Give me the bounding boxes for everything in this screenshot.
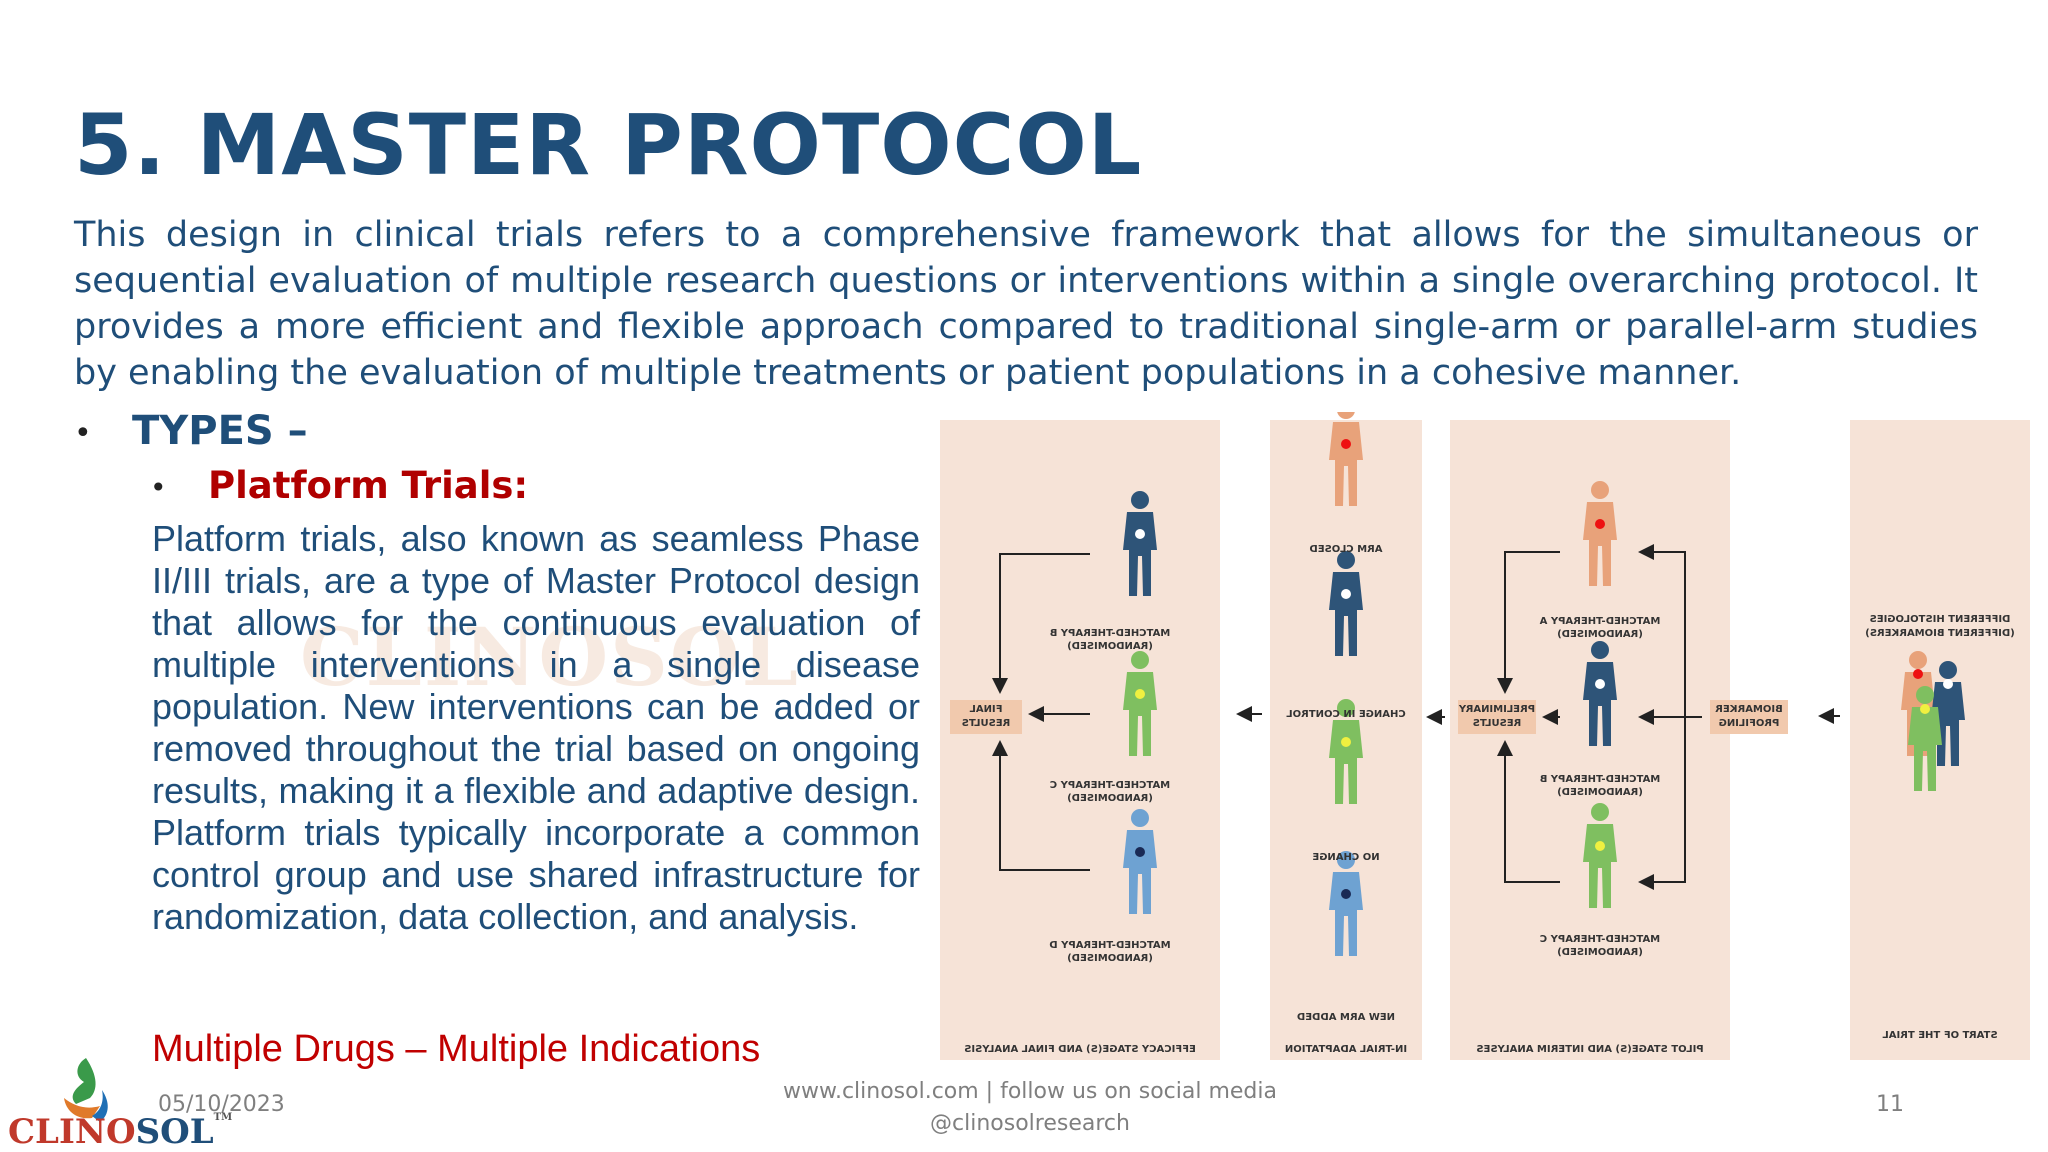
white-marker-icon xyxy=(1943,679,1953,689)
clinosol-logo-wordmark: CLINOSOLTM xyxy=(8,1112,232,1152)
pilot-matched-b: MATCHED-THERAPY B xyxy=(1540,774,1661,785)
biomarker-line2: PROFILING xyxy=(1719,718,1780,729)
slide-title: 5. MASTER PROTOCOL xyxy=(74,96,1143,194)
final-line2: RESULTS xyxy=(962,718,1011,729)
preliminary-line2: RESULTS xyxy=(1473,718,1522,729)
footer-handle[interactable]: @clinosolresearch xyxy=(930,1111,1130,1136)
pilot-stage-label: PILOT STAGE(S) AND INTERIM ANALYSES xyxy=(1476,1044,1703,1055)
bullet-dot-icon: • xyxy=(74,415,92,451)
histologies-label: DIFFERENT HISTOLOGIES xyxy=(1870,614,2011,625)
final-line1: FINAL xyxy=(969,704,1003,715)
red-marker-icon xyxy=(1913,669,1923,679)
platform-trials-label: Platform Trials: xyxy=(208,464,529,507)
start-of-trial-label: START OF THE TRIAL xyxy=(1882,1030,1998,1041)
change-in-control-label: CHANGE IN CONTROL xyxy=(1286,709,1406,720)
logo-tm: TM xyxy=(213,1112,233,1123)
platform-trials-description: Platform trials, also known as seamless … xyxy=(152,518,920,937)
new-arm-added-label: NEW ARM ADDED xyxy=(1297,1012,1395,1023)
logo-word-b: SOL xyxy=(135,1112,214,1152)
final-results-box xyxy=(950,700,1022,734)
pilot-matched-a: MATCHED-THERAPY A xyxy=(1539,616,1660,627)
biomarker-box xyxy=(1710,700,1788,734)
footer-center: www.clinosol.com | follow us on social m… xyxy=(770,1076,1290,1140)
arm-closed-label: ARM CLOSED xyxy=(1309,544,1382,555)
platform-trials-bullet: • Platform Trials: xyxy=(150,464,528,507)
footer-website[interactable]: www.clinosol.com | follow us on social m… xyxy=(782,1079,1277,1104)
pilot-randomised-b: (RANDOMISED) xyxy=(1557,787,1643,798)
pilot-matched-c: MATCHED-THERAPY C xyxy=(1540,934,1660,945)
tagline: Multiple Drugs – Multiple Indications xyxy=(152,1028,761,1070)
clinosol-logo-icon xyxy=(64,1058,108,1122)
preliminary-results-box xyxy=(1458,700,1536,734)
efficacy-stage-label: EFFICACY STAGE(S) AND FINAL ANALYSIS xyxy=(964,1044,1196,1055)
bullet-dot-icon: • xyxy=(150,471,167,504)
intro-paragraph: This design in clinical trials refers to… xyxy=(74,215,1978,393)
efficacy-matched-d: MATCHED-THERAPY D xyxy=(1049,940,1170,951)
logo-word-a: CLINO xyxy=(8,1112,136,1152)
platform-trial-diagram: DIFFERENT HISTOLOGIES (DIFFERENT BIOMARK… xyxy=(940,412,2030,1060)
efficacy-randomised-c: (RANDOMISED) xyxy=(1067,793,1153,804)
in-trial-adaptation-label: IN-TRIAL ADAPTATION xyxy=(1285,1044,1407,1055)
efficacy-randomised-d: (RANDOMISED) xyxy=(1067,953,1153,964)
biomarker-line1: BIOMARKER xyxy=(1715,704,1783,715)
start-label-group: DIFFERENT HISTOLOGIES (DIFFERENT BIOMARK… xyxy=(1865,614,2015,1041)
yellow-marker-icon xyxy=(1920,704,1930,714)
types-label: TYPES – xyxy=(132,408,308,454)
pilot-randomised-c: (RANDOMISED) xyxy=(1557,947,1643,958)
types-bullet: • TYPES – xyxy=(74,408,308,454)
efficacy-matched-c: MATCHED-THERAPY C xyxy=(1050,780,1170,791)
page-number: 11 xyxy=(1876,1092,1904,1117)
pilot-randomised-a: (RANDOMISED) xyxy=(1557,629,1643,640)
footer-date: 05/10/2023 xyxy=(158,1092,285,1117)
clinosol-watermark: CLINOSOL xyxy=(300,610,800,704)
efficacy-matched-b: MATCHED-THERAPY B xyxy=(1050,628,1171,639)
efficacy-panel xyxy=(940,420,1220,1060)
histologies-sub-label: (DIFFERENT BIOMARKERS) xyxy=(1865,628,2015,639)
efficacy-randomised-b: (RANDOMISED) xyxy=(1067,641,1153,652)
no-change-label: NO CHANGE xyxy=(1312,852,1379,863)
preliminary-line1: PRELIMINARY xyxy=(1458,704,1535,715)
